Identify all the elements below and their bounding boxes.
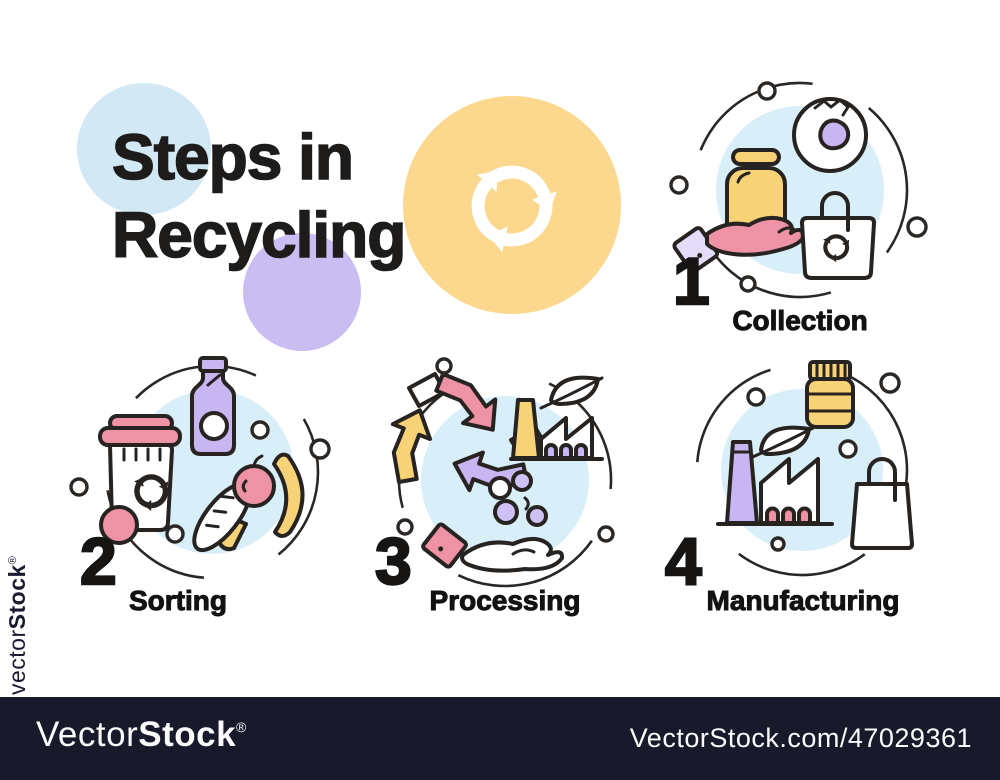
step-sorting: 2 Sorting xyxy=(62,352,342,632)
decor-dot xyxy=(746,387,766,407)
step-number: 4 xyxy=(664,524,703,598)
decor-dot xyxy=(435,357,453,375)
step-label: Processing xyxy=(429,585,581,617)
decor-circle-purple xyxy=(243,233,361,351)
processing-illustration xyxy=(385,357,615,588)
factory-icon xyxy=(509,398,604,461)
leaf-icon xyxy=(539,375,604,410)
decor-dot xyxy=(250,420,270,440)
step-collection: 1 Collection xyxy=(665,72,935,337)
globe-icon xyxy=(792,97,868,173)
decor-dot xyxy=(396,518,414,536)
pill-bottle-icon xyxy=(805,360,855,429)
hand-icon xyxy=(672,215,806,274)
step-label: Sorting xyxy=(129,585,228,617)
tote-bag-recycle-icon xyxy=(800,191,876,280)
apple-icon xyxy=(232,454,276,508)
vectorstock-logo: VectorStock® xyxy=(36,715,247,755)
waste-bin-recycle-icon xyxy=(98,414,182,545)
side-stock: Stock xyxy=(4,564,30,630)
decor-dot xyxy=(309,438,331,460)
vectorstock-url: VectorStock.com/47029361 xyxy=(629,723,972,753)
step-processing: 3 Processing xyxy=(365,348,645,628)
page-title: Steps in Recycling xyxy=(111,118,407,274)
banana-icon xyxy=(272,452,305,538)
decor-dot xyxy=(879,372,901,394)
decor-dot xyxy=(757,81,777,101)
step-number: 1 xyxy=(672,244,711,318)
step-number: 3 xyxy=(374,524,413,598)
decor-dot xyxy=(838,439,858,459)
step-number: 2 xyxy=(79,524,118,598)
title-line-2: Recycling xyxy=(111,198,407,272)
step-label: Collection xyxy=(732,305,868,337)
factory-icon xyxy=(716,440,834,526)
decor-dot xyxy=(906,216,928,238)
registered-mark: ® xyxy=(236,719,247,735)
leaf-icon xyxy=(746,425,815,461)
decor-dot xyxy=(69,477,89,497)
side-vector: vector xyxy=(4,629,30,695)
decor-dot xyxy=(669,175,689,195)
step-label: Manufacturing xyxy=(706,585,900,617)
title-line-1: Steps in xyxy=(111,120,355,194)
decor-dot xyxy=(165,524,185,544)
decor-circle-blue xyxy=(77,83,211,215)
step-manufacturing: 4 Manufacturing xyxy=(660,348,950,628)
brand-vector: Vector xyxy=(36,715,139,754)
manufacturing-illustration xyxy=(695,360,914,577)
pellets xyxy=(488,470,548,527)
bin-wheel xyxy=(99,505,139,545)
sorting-illustration xyxy=(69,356,331,580)
bottle-icon xyxy=(190,356,236,456)
shopping-bag-icon xyxy=(850,457,914,550)
brand-stock: Stock xyxy=(138,715,237,754)
recycle-arrows-icon xyxy=(441,135,583,277)
decor-dot xyxy=(739,275,757,293)
collection-illustration xyxy=(669,81,928,299)
vectorstock-side-watermark: vectorStock® xyxy=(4,556,31,695)
side-registered-mark: ® xyxy=(7,555,19,565)
watermark-bar: VectorStock® VectorStock.com/47029361 xyxy=(0,697,1000,780)
decor-dot xyxy=(770,536,786,552)
decor-dot xyxy=(597,525,615,543)
decor-circle-yellow xyxy=(403,96,621,314)
hand-with-pellets-icon xyxy=(421,522,565,573)
